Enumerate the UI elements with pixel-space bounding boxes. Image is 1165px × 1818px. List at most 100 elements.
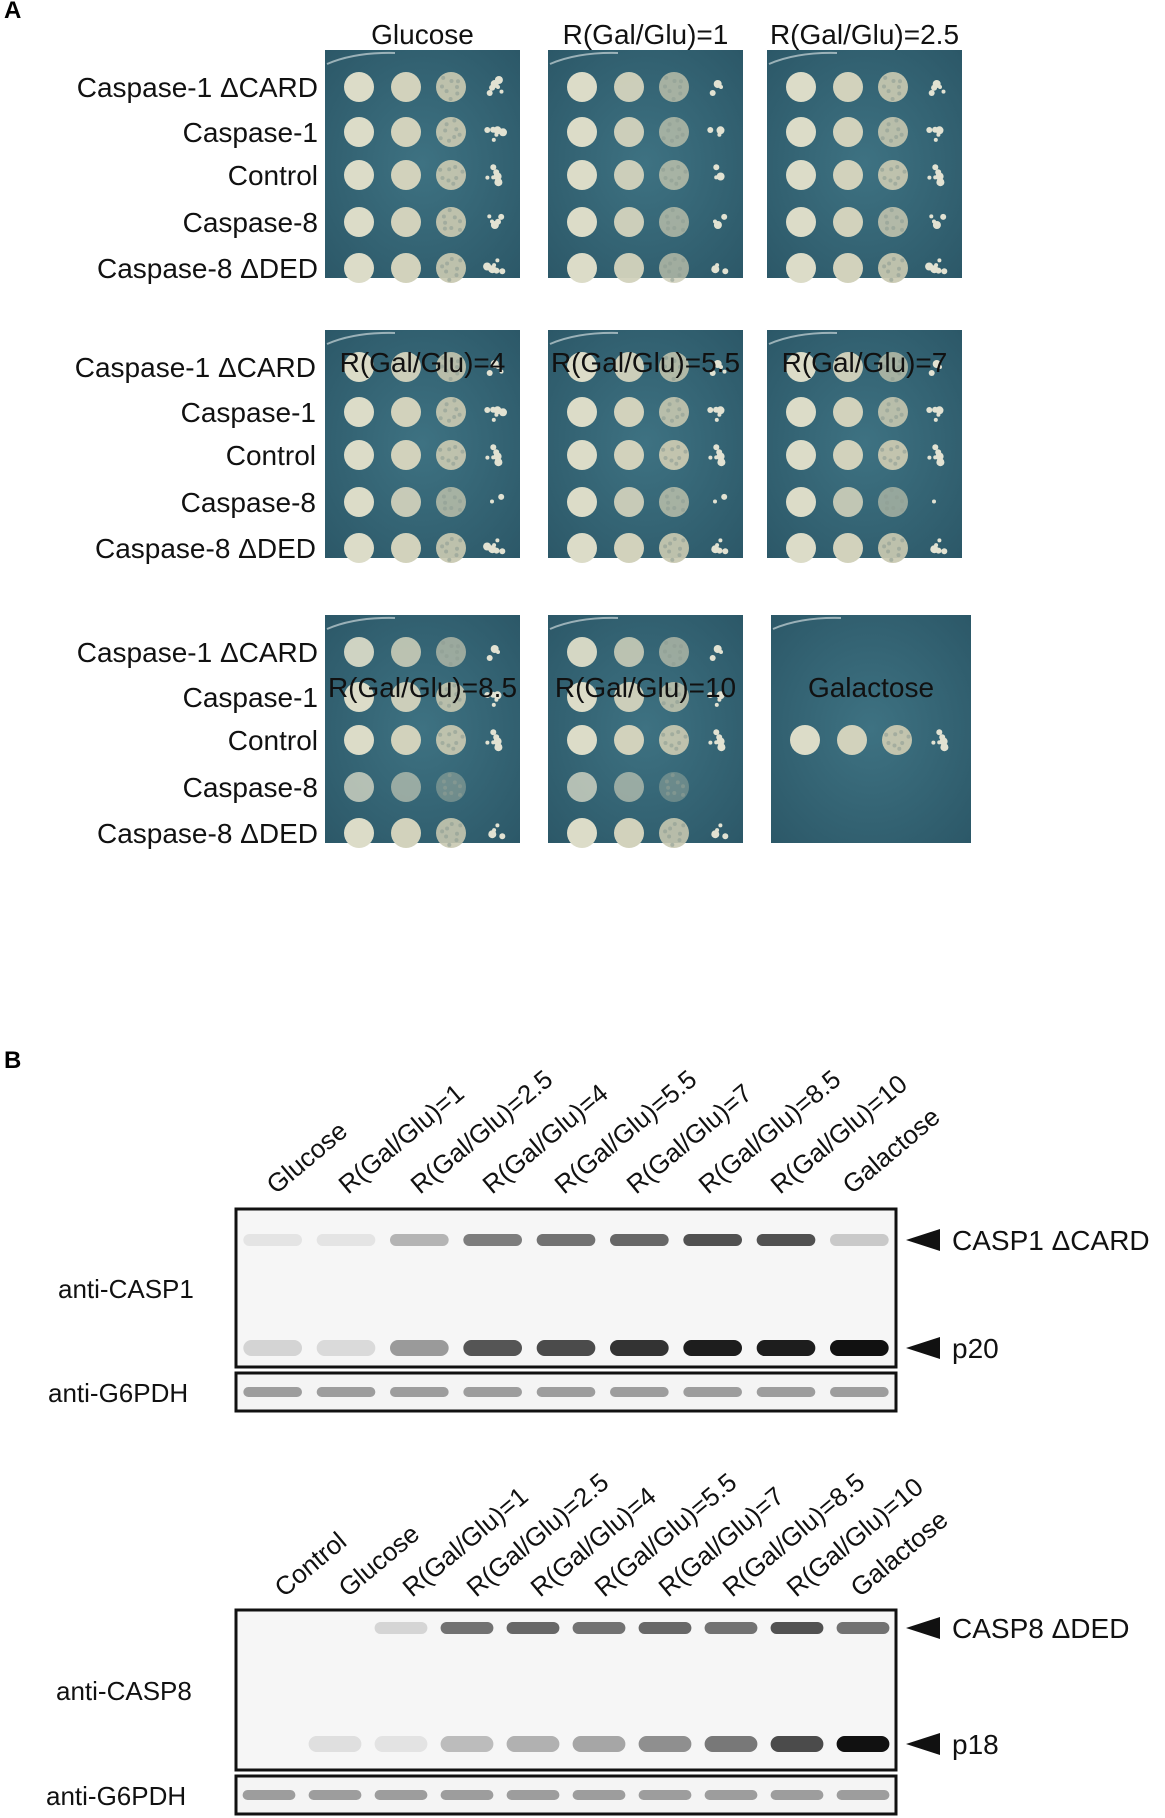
yeast-spot	[344, 117, 374, 147]
yeast-colonies	[707, 126, 725, 137]
yeast-spot	[567, 352, 597, 382]
band-arrow-icon	[906, 1337, 940, 1359]
yeast-spot	[614, 207, 644, 237]
loading-band	[463, 1387, 522, 1397]
yeast-spot	[436, 725, 466, 755]
yeast-spot	[786, 117, 816, 147]
yeast-spot	[436, 397, 466, 427]
lower-band	[536, 1340, 596, 1356]
agar-plate	[548, 615, 743, 848]
plate-title: R(Gal/Glu)=10	[555, 672, 736, 703]
yeast-spot	[344, 637, 374, 667]
row-label: Caspase-8	[183, 207, 318, 238]
yeast-spot	[614, 352, 644, 382]
yeast-spot	[614, 533, 644, 563]
band-label: CASP1 ΔCARD	[952, 1225, 1150, 1256]
yeast-spot	[391, 533, 421, 563]
loading-band	[830, 1387, 889, 1397]
band-arrow-icon	[906, 1733, 940, 1755]
lower-band	[390, 1340, 449, 1356]
yeast-colonies	[928, 360, 942, 376]
yeast-colonies	[711, 538, 729, 555]
yeast-colonies	[486, 645, 500, 661]
band-label: p18	[952, 1729, 999, 1760]
yeast-spot	[614, 440, 644, 470]
loading-band	[638, 1790, 692, 1800]
row-label: Caspase-8	[183, 772, 318, 803]
upper-band	[830, 1234, 889, 1246]
yeast-spot	[786, 440, 816, 470]
yeast-spot	[614, 725, 644, 755]
yeast-colonies	[708, 729, 726, 752]
plate-title: R(Gal/Glu)=4	[340, 347, 506, 378]
lower-band	[506, 1736, 560, 1752]
yeast-spot	[659, 160, 689, 190]
yeast-colonies	[709, 360, 727, 376]
loading-band	[770, 1790, 824, 1800]
yeast-spot	[567, 487, 597, 517]
yeast-spot	[344, 352, 374, 382]
yeast-spot	[391, 772, 421, 802]
yeast-spot	[344, 772, 374, 802]
yeast-spot	[567, 772, 597, 802]
row-label: Caspase-1	[183, 682, 318, 713]
band-label: CASP8 ΔDED	[952, 1613, 1129, 1644]
yeast-spot	[878, 440, 908, 470]
yeast-spot	[786, 72, 816, 102]
upper-band	[440, 1622, 494, 1634]
loading-band	[536, 1387, 596, 1397]
yeast-spot	[344, 487, 374, 517]
loading-band	[390, 1387, 449, 1397]
yeast-spot	[786, 397, 816, 427]
yeast-spot	[567, 207, 597, 237]
yeast-colonies	[929, 213, 947, 229]
yeast-spot	[833, 352, 863, 382]
yeast-spot	[567, 117, 597, 147]
yeast-spot	[344, 533, 374, 563]
yeast-colonies	[484, 406, 507, 422]
yeast-colonies	[711, 823, 729, 840]
yeast-colonies	[709, 645, 723, 661]
upper-band	[756, 1234, 816, 1246]
panel-a: Caspase-1 ΔCARDCaspase-1ControlCaspase-8…	[75, 19, 971, 849]
upper-band	[506, 1622, 560, 1634]
lower-band	[243, 1340, 302, 1356]
yeast-spot	[614, 487, 644, 517]
yeast-spot	[391, 487, 421, 517]
plate-title: R(Gal/Glu)=5.5	[551, 347, 740, 378]
yeast-spot	[567, 397, 597, 427]
yeast-spot	[436, 682, 466, 712]
row-label: Caspase-8 ΔDED	[97, 253, 318, 284]
upper-band	[316, 1234, 376, 1246]
yeast-spot	[344, 682, 374, 712]
yeast-colonies	[708, 444, 726, 467]
upper-band	[572, 1622, 626, 1634]
loading-band	[756, 1387, 816, 1397]
yeast-colonies	[484, 126, 507, 142]
band-label: p20	[952, 1333, 999, 1364]
yeast-spot	[786, 533, 816, 563]
lower-band	[756, 1340, 816, 1356]
row-label: Caspase-1 ΔCARD	[77, 637, 318, 668]
yeast-colonies	[486, 360, 504, 376]
agar-plate	[767, 330, 962, 563]
yeast-colonies	[488, 823, 506, 840]
yeast-spot	[567, 440, 597, 470]
yeast-spot	[391, 682, 421, 712]
yeast-spot	[391, 352, 421, 382]
yeast-spot	[567, 818, 597, 848]
plate-title: R(Gal/Glu)=7	[782, 347, 948, 378]
yeast-spot	[786, 160, 816, 190]
yeast-spot	[567, 725, 597, 755]
loading-band	[572, 1790, 626, 1800]
yeast-spot	[391, 637, 421, 667]
agar-plate	[325, 615, 520, 848]
yeast-spot	[614, 117, 644, 147]
yeast-spot	[344, 160, 374, 190]
yeast-spot	[614, 397, 644, 427]
yeast-spot	[786, 352, 816, 382]
row-label: Caspase-1 ΔCARD	[75, 352, 316, 383]
yeast-spot	[614, 72, 644, 102]
loading-band	[374, 1790, 428, 1800]
